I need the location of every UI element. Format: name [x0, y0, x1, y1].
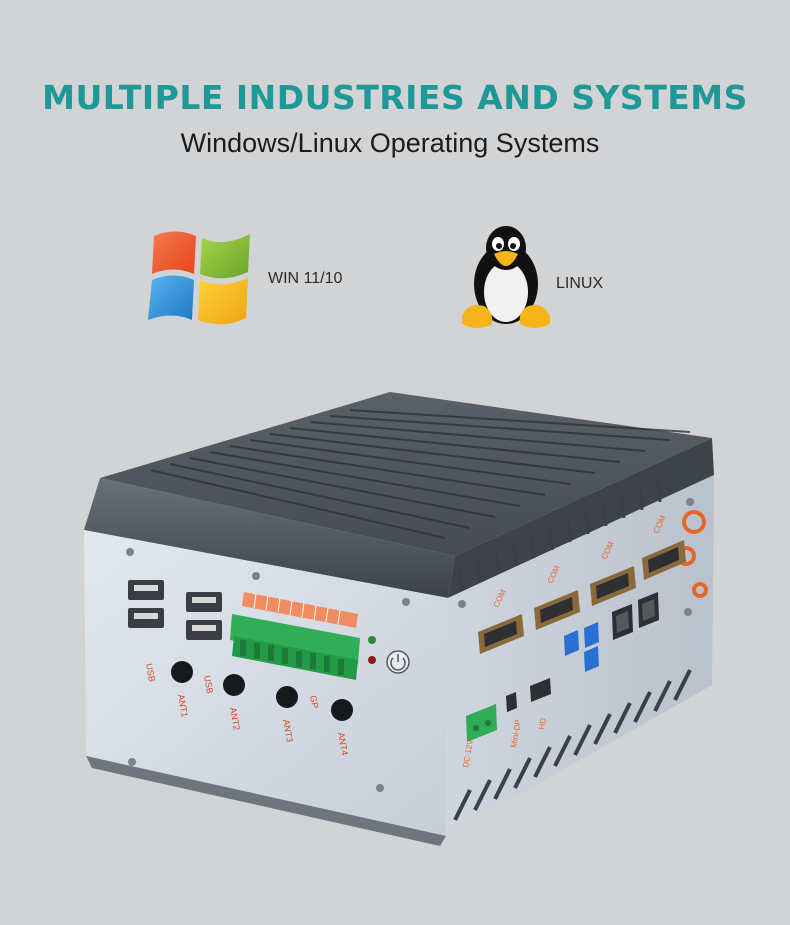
antenna-port-1-icon	[171, 661, 193, 683]
com-port-4[interactable]	[642, 540, 686, 580]
side-screws	[458, 498, 694, 616]
lan-port-2[interactable]	[638, 592, 659, 628]
antenna-port-3-icon	[276, 686, 298, 708]
windows-label: WIN 11/10	[268, 270, 343, 287]
power-button[interactable]	[386, 650, 410, 674]
subline: Windows/Linux Operating Systems	[180, 128, 600, 158]
hdmi-label: HD	[537, 717, 548, 730]
ant-label-1: ANT1	[176, 694, 190, 718]
gpio-label-strip	[242, 592, 358, 628]
antenna-port-4-icon	[331, 699, 353, 721]
usb3-ports[interactable]	[564, 622, 599, 672]
minidp-port[interactable]	[506, 692, 517, 712]
led-red-icon	[368, 656, 376, 664]
led-green-icon	[368, 636, 376, 644]
com-port-2[interactable]	[534, 590, 580, 630]
hdmi-port[interactable]	[530, 678, 551, 702]
usb-label-1: USB	[144, 663, 157, 683]
antenna-port-2-icon	[223, 674, 245, 696]
lan-port-1[interactable]	[612, 604, 633, 640]
usb-port-group-2[interactable]	[186, 592, 222, 640]
front-panel	[84, 530, 448, 846]
heatsink-top	[100, 392, 712, 556]
com-port-1[interactable]	[478, 614, 524, 654]
gear-decoration-icon	[676, 510, 708, 598]
ant-label-3: ANT3	[281, 719, 295, 743]
gpio-label: GP	[308, 695, 320, 710]
linux-label: LINUX	[556, 275, 604, 292]
front-bevel	[84, 478, 455, 598]
linux-tux-icon	[462, 226, 550, 328]
windows-logo-icon	[148, 231, 250, 325]
dc-power-terminal[interactable]	[466, 704, 497, 742]
front-screws	[126, 548, 410, 792]
headline: MULTIPLE INDUSTRIES AND SYSTEMS	[42, 78, 748, 117]
gpio-terminal-block[interactable]	[230, 614, 360, 680]
com-port-3[interactable]	[590, 566, 636, 606]
usb-port-group-1[interactable]	[128, 580, 164, 628]
ant-label-2: ANT2	[228, 707, 242, 731]
usb-label-2: USB	[202, 675, 215, 695]
ant-label-4: ANT4	[336, 732, 350, 756]
